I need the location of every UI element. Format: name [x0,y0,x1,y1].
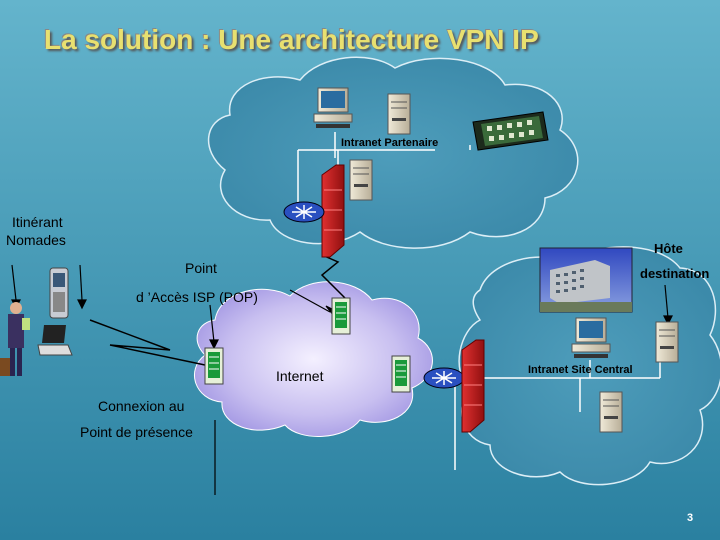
internet-cloud [194,281,433,437]
label-nomades: Nomades [6,232,66,248]
label-intranet-partenaire: Intranet Partenaire [341,137,439,149]
firewall-icon [461,339,485,433]
firewall-icon [321,164,345,258]
lightning-link-icon [89,319,206,366]
server-tower-icon [599,391,623,433]
switch-icon [391,355,411,393]
label-point: Point [185,260,217,276]
switch-icon [331,297,351,335]
partner-intranet-cloud [208,56,579,249]
slide-title: La solution : Une architecture VPN IP [44,24,539,55]
server-tower-icon [655,321,679,363]
server-tower-icon [387,93,411,135]
laptop-icon [37,325,73,356]
switch-icon [204,347,224,385]
lightning-link-icon [320,254,346,299]
workstation-icon [571,317,611,358]
host-photo-icon [539,247,633,313]
page-number: 3 [687,512,694,524]
label-connexion-au: Connexion au [98,398,185,414]
server-tower-icon [349,159,373,201]
label-destination: destination [640,266,710,281]
label-itinerant: Itinérant [12,214,63,230]
workstation-icon [313,87,353,128]
cell-phone-icon [49,267,69,319]
label-hote: Hôte [654,241,683,256]
label-point-de-presence: Point de présence [80,424,193,440]
router-icon [423,367,465,389]
office-building-icon [472,111,549,151]
label-acces-isp: d ’Accès ISP (POP) [136,289,258,305]
label-internet: Internet [276,368,324,384]
router-icon [283,201,325,223]
label-intranet-site-central: Intranet Site Central [528,364,633,376]
business-person-icon [0,302,30,376]
